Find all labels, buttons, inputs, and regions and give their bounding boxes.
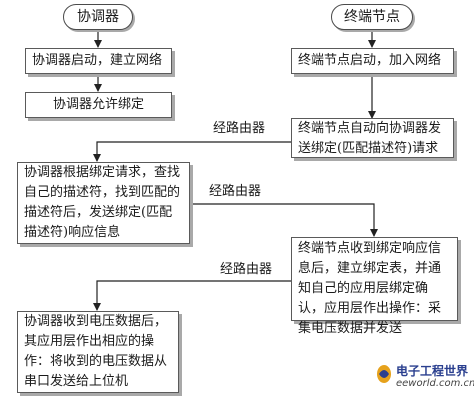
coordinator-receive-box: 协调器收到电压数据后，其应用层作出相应的操作：将收到的电压数据从串口发送给上位机 bbox=[17, 311, 179, 393]
coordinator-start-box: 协调器启动，建立网络 bbox=[25, 48, 172, 74]
watermark-url: eeworld.com.cn bbox=[396, 378, 474, 389]
end-node-receive-box: 终端节点收到绑定响应信息后，建立绑定表，并通知自己的应用层绑定确认，应用层作出操… bbox=[291, 237, 458, 336]
end-node-request-box: 终端节点自动向协调器发送绑定(匹配描述符)请求 bbox=[291, 118, 454, 158]
edge-label-router-2: 经路由器 bbox=[209, 184, 262, 199]
edge-label-router-1: 经路由器 bbox=[213, 121, 266, 136]
coordinator-respond-box: 协调器根据绑定请求，查找自己的描述符，找到匹配的描述符后，发送绑定(匹配描述符)… bbox=[17, 162, 190, 244]
coordinator-allow-bind-box: 协调器允许绑定 bbox=[25, 92, 172, 118]
edge-label-router-3: 经路由器 bbox=[220, 262, 273, 277]
arrow-receive-to-coord-receive bbox=[93, 280, 293, 311]
coordinator-node: 协调器 bbox=[63, 4, 133, 30]
watermark-name: 电子工程世界 bbox=[396, 364, 469, 378]
arrow-respond-to-receive bbox=[192, 203, 378, 237]
end-node: 终端节点 bbox=[331, 4, 413, 30]
watermark-logo bbox=[377, 365, 391, 383]
end-node-start-box: 终端节点启动，加入网络 bbox=[291, 48, 454, 74]
